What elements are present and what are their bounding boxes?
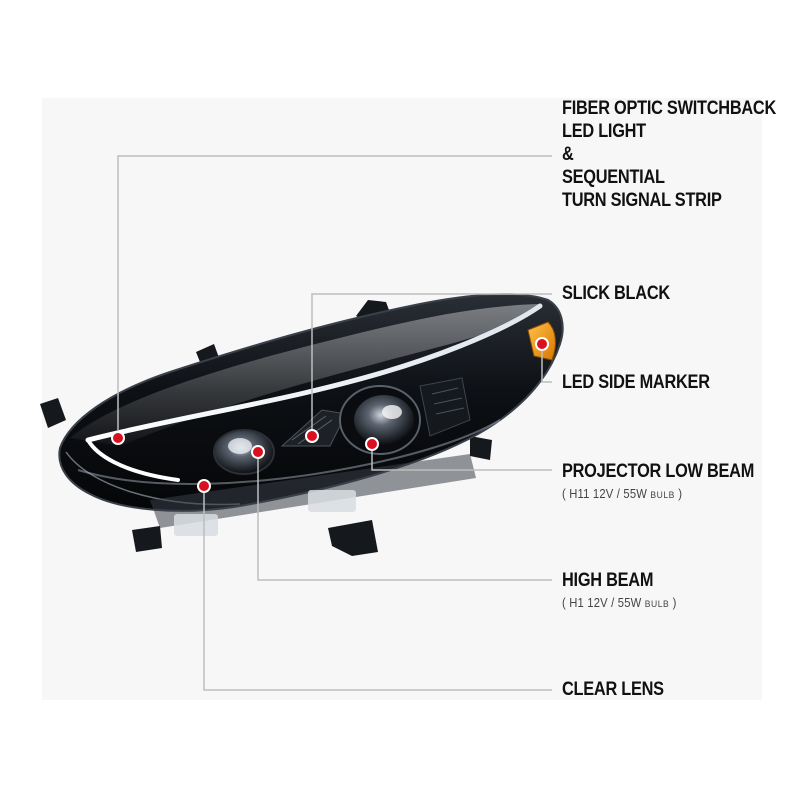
projector-low-beam-lens bbox=[339, 377, 471, 455]
lower-clear-lens-panel bbox=[150, 454, 476, 536]
callout-high-beam: HIGH BEAM bbox=[562, 570, 654, 591]
spec-close-paren: ) bbox=[678, 487, 683, 501]
high-beam-reflector bbox=[213, 429, 275, 475]
leader-fiber-optic bbox=[117, 155, 552, 438]
callout-fiber-optic-line-5: TURN SIGNAL STRIP bbox=[562, 190, 722, 211]
marker-dot-projector-low-beam bbox=[365, 437, 379, 451]
callout-fiber-optic: FIBER OPTIC SWITCHBACK LED LIGHT & SEQUE… bbox=[562, 97, 776, 212]
projector-low-beam-spec: ( H11 12V / 55W BULB ) bbox=[562, 487, 682, 501]
callout-projector-low-beam: PROJECTOR LOW BEAM bbox=[562, 461, 755, 482]
high-beam-spec: ( H1 12V / 55W BULB ) bbox=[562, 596, 677, 610]
spec-value: H11 12V / 55W bbox=[569, 487, 648, 501]
clear-outer-lens bbox=[70, 304, 540, 446]
callout-fiber-optic-line-3: & bbox=[562, 144, 574, 165]
leader-led-side-marker bbox=[541, 344, 552, 383]
fiber-optic-led-strip bbox=[85, 303, 543, 443]
spec-open-paren: ( bbox=[562, 487, 566, 501]
leader-slick-black bbox=[311, 293, 552, 436]
marker-dot-high-beam bbox=[251, 445, 265, 459]
marker-dot-slick-black bbox=[305, 429, 319, 443]
marker-dot-fiber-optic bbox=[111, 431, 125, 445]
callout-fiber-optic-line-1: FIBER OPTIC SWITCHBACK bbox=[562, 98, 777, 119]
mounting-brackets bbox=[40, 300, 492, 556]
spec-open-paren: ( bbox=[562, 596, 566, 610]
marker-dot-led-side-marker bbox=[535, 337, 549, 351]
callout-fiber-optic-line-2: LED LIGHT bbox=[562, 121, 646, 142]
leader-projector-low-beam bbox=[371, 444, 552, 471]
leader-clear-lens bbox=[203, 486, 552, 691]
callout-slick-black: SLICK BLACK bbox=[562, 283, 670, 304]
callout-markers bbox=[111, 337, 549, 493]
spec-unit: BULB bbox=[650, 490, 675, 501]
callout-leader-lines bbox=[117, 155, 552, 691]
callout-fiber-optic-line-4: SEQUENTIAL bbox=[562, 167, 665, 188]
callout-clear-lens: CLEAR LENS bbox=[562, 679, 664, 700]
spec-unit: BULB bbox=[644, 599, 670, 610]
spec-value: H1 12V / 55W bbox=[569, 596, 642, 610]
leader-high-beam bbox=[257, 452, 552, 581]
marker-dot-clear-lens bbox=[197, 479, 211, 493]
callout-led-side-marker: LED SIDE MARKER bbox=[562, 372, 710, 393]
spec-close-paren: ) bbox=[672, 596, 677, 610]
